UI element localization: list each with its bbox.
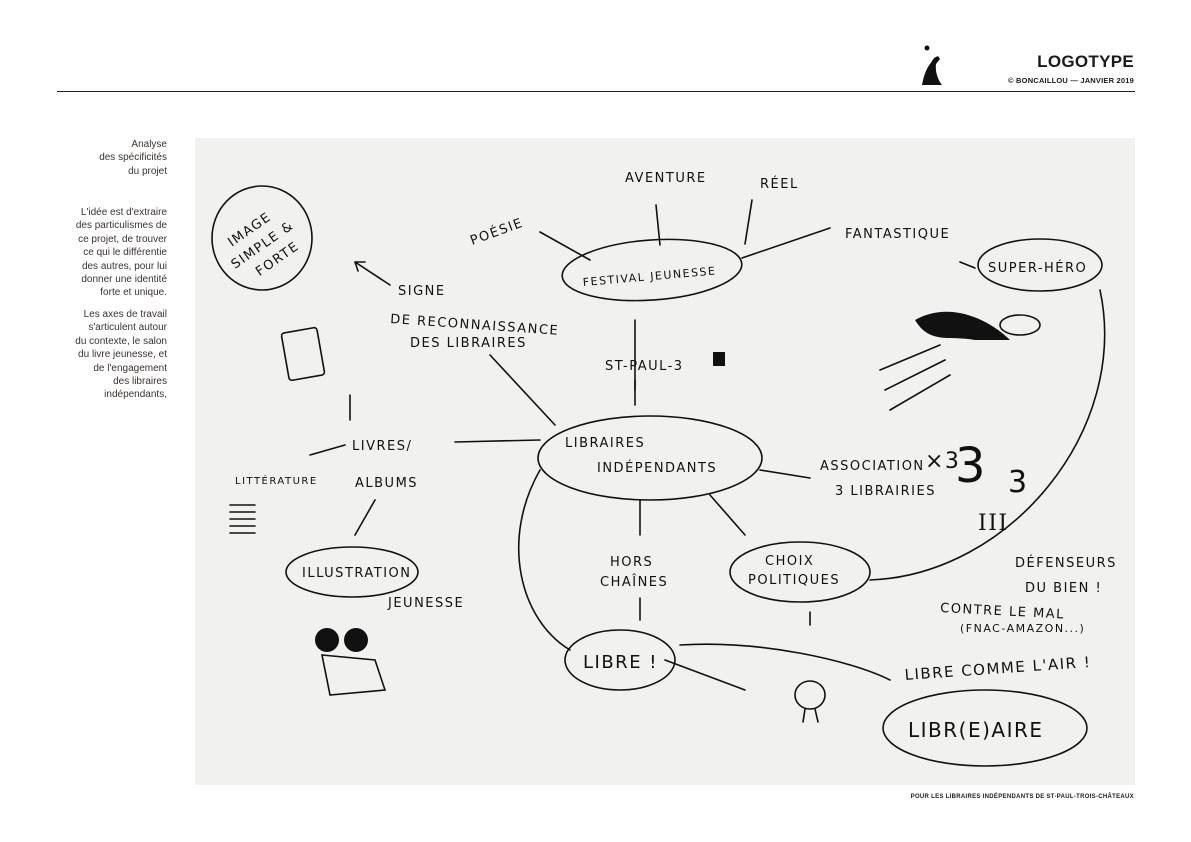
lines-doodle xyxy=(229,504,256,534)
label-times-three: ×3 xyxy=(925,449,960,474)
roman-three: III xyxy=(978,511,1009,536)
label-contre-le-mal: CONTRE LE MAL xyxy=(940,601,1065,623)
label-politiques: POLITIQUES xyxy=(748,573,840,588)
label-du-bien: DU BIEN ! xyxy=(1025,581,1102,596)
label-libraires: LIBRAIRES xyxy=(565,436,645,451)
mouse-doodle xyxy=(315,628,387,696)
sidebar-heading: Analyse des spécificités du projet xyxy=(99,139,167,177)
label-signe: SIGNE xyxy=(398,284,446,299)
label-aventure: AVENTURE xyxy=(625,171,707,186)
header-divider xyxy=(57,91,1135,92)
bubble-super-hero xyxy=(977,238,1103,292)
label-choix: CHOIX xyxy=(765,554,814,569)
bubble-festival xyxy=(561,238,743,302)
label-des-libraires: DES LIBRAIRES xyxy=(410,336,527,351)
sidebar-paragraph-2: Les axes de travail s'articulent autour … xyxy=(75,309,167,401)
label-defenseurs: DÉFENSEURS xyxy=(1015,555,1117,571)
copyright: © BONCAILLOU — JANVIER 2019 xyxy=(1008,76,1134,85)
label-association: ASSOCIATION xyxy=(820,459,925,474)
label-albums: ALBUMS xyxy=(355,476,418,491)
label-fnac-amazon: (FNAC-AMAZON...) xyxy=(960,622,1085,635)
label-libreaire: LIBR(E)AIRE xyxy=(908,718,1044,742)
small-three: 3 xyxy=(1008,465,1029,500)
label-fantastique: FANTASTIQUE xyxy=(845,227,950,242)
bird-doodle xyxy=(794,680,826,723)
mind-map-sketch: 3 3 III IMAGE SIMPLE & FORTE POÉSIE AVEN… xyxy=(195,138,1135,785)
label-illustration: ILLUSTRATION xyxy=(302,566,412,581)
footer-caption: POUR LES LIBRAIRES INDÉPENDANTS DE ST-PA… xyxy=(910,794,1134,800)
label-poesie: POÉSIE xyxy=(468,215,526,249)
page-title: LOGOTYPE xyxy=(1037,52,1134,71)
label-libre-comme-l-air: LIBRE COMME L'AIR ! xyxy=(904,653,1092,684)
label-livres: LIVRES/ xyxy=(352,439,412,454)
big-three: 3 xyxy=(955,438,987,494)
label-3-librairies: 3 LIBRAIRIES xyxy=(835,484,936,499)
superhero-doodle xyxy=(879,311,1041,411)
castle-icon xyxy=(713,352,725,366)
label-independants: INDÉPENDANTS xyxy=(597,460,717,476)
bubble-image xyxy=(211,185,313,291)
label-libre: LIBRE ! xyxy=(583,652,658,673)
sidebar-paragraph-1: L'idée est d'extraire des particulismes … xyxy=(75,207,167,299)
label-festival: FESTIVAL JEUNESSE xyxy=(582,264,717,289)
book-doodle xyxy=(280,326,326,382)
label-litterature: LITTÉRATURE xyxy=(235,474,318,487)
bubble-illustration xyxy=(285,546,419,598)
label-reconnaissance: DE RECONNAISSANCE xyxy=(390,312,560,339)
bubble-choix xyxy=(729,541,871,603)
bubble-libraires xyxy=(537,415,763,501)
label-jeunesse: JEUNESSE xyxy=(387,596,464,611)
label-super-hero: SUPER-HÉRO xyxy=(988,260,1087,276)
logo-icon xyxy=(922,45,942,85)
bubble-libreaire xyxy=(882,689,1088,767)
arrows xyxy=(309,199,1106,691)
bubble-libre xyxy=(564,629,676,691)
label-hors: HORS xyxy=(610,555,653,570)
label-chaines: CHAÎNES xyxy=(600,574,668,590)
label-st-paul: ST-PAUL-3 xyxy=(605,359,684,374)
label-reel: RÉEL xyxy=(760,176,799,192)
